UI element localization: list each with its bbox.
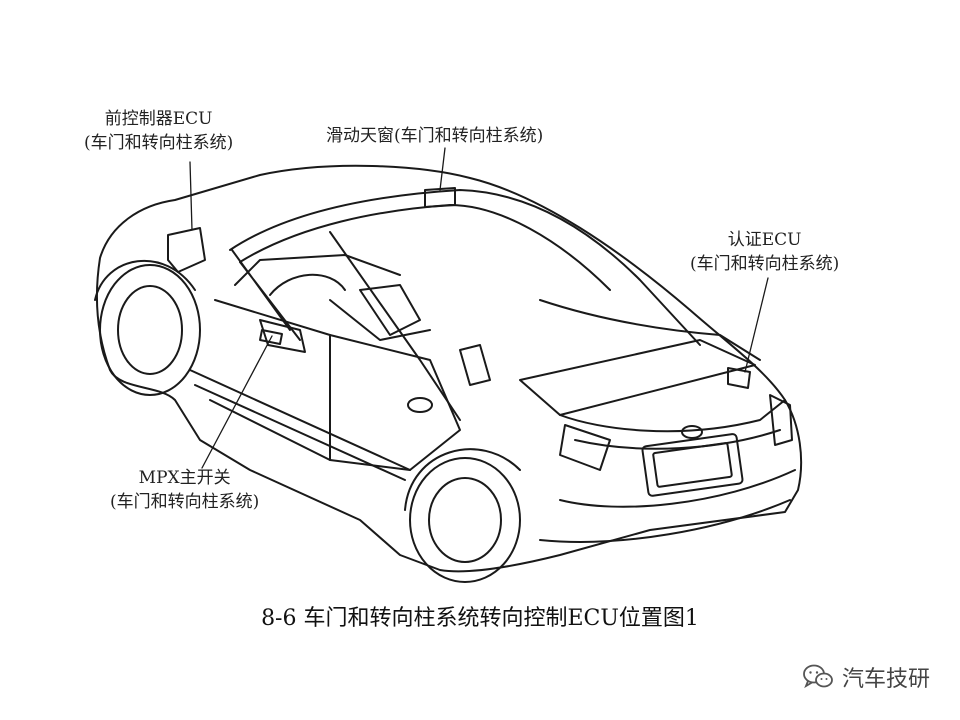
- a-pillar: [329, 231, 461, 421]
- label-authentication-line2: (车门和转向柱系统): [690, 254, 840, 274]
- wechat-icon: [803, 664, 833, 689]
- label-mpx-switch: MPX主开关 (车门和转向柱系统): [110, 466, 259, 514]
- car-body-outline: [96, 164, 803, 573]
- rear-wheel-arch: [404, 448, 521, 511]
- rear-wheel: [409, 457, 521, 583]
- front-door: [209, 299, 331, 461]
- rear-seat: [459, 344, 491, 386]
- rear-window: [539, 299, 761, 361]
- label-mpx-line2: (车门和转向柱系统): [110, 492, 260, 512]
- tail-light-left: [559, 424, 611, 471]
- steering-area: [269, 273, 346, 296]
- door-handle: [407, 397, 433, 413]
- rear-deck: [519, 339, 756, 416]
- leader-sunroof: [439, 147, 446, 191]
- rear-bumper-lower: [539, 499, 791, 543]
- leader-front: [189, 161, 193, 231]
- front-seat: [359, 284, 421, 336]
- front-wheel: [99, 264, 201, 396]
- watermark-text: 汽车技研: [841, 667, 930, 692]
- rear-door: [329, 334, 461, 471]
- rear-wheel-inner: [428, 477, 502, 563]
- rear-bumper: [559, 469, 796, 508]
- watermark: 汽车技研: [802, 662, 930, 692]
- leader-auth: [744, 277, 769, 373]
- tail-light-right: [769, 394, 793, 446]
- roof-line: [229, 189, 701, 346]
- label-front-controller-line1: 前控制器ECU: [104, 109, 213, 129]
- label-sunroof-line1: 滑动天窗(车门和转向柱系统): [326, 126, 544, 146]
- car-line-drawing: [94, 147, 803, 583]
- sunroof-module: [424, 187, 456, 208]
- front-controller-ecu: [167, 227, 206, 273]
- license-plate-inner: [652, 442, 733, 488]
- center-console: [329, 299, 431, 341]
- trunk-lid: [559, 399, 786, 433]
- front-wheel-arch: [94, 259, 196, 301]
- figure-caption: 8-6 车门和转向柱系统转向控制ECU位置图1: [261, 606, 699, 631]
- rear-emblem: [681, 425, 703, 439]
- mpx-switch: [259, 329, 283, 345]
- trunk-edge: [574, 429, 781, 450]
- label-sunroof: 滑动天窗(车门和转向柱系统): [326, 124, 543, 148]
- label-front-controller: 前控制器ECU (车门和转向柱系统): [84, 107, 233, 155]
- label-authentication-line1: 认证ECU: [727, 230, 802, 250]
- label-authentication-ecu: 认证ECU (车门和转向柱系统): [690, 228, 839, 276]
- dashboard: [234, 254, 401, 286]
- license-plate: [641, 433, 744, 497]
- authentication-ecu: [727, 367, 751, 389]
- label-front-controller-line2: (车门和转向柱系统): [84, 133, 234, 153]
- leader-mpx: [201, 335, 273, 469]
- side-sill: [189, 369, 411, 481]
- label-mpx-line1: MPX主开关: [138, 468, 231, 488]
- side-mirror: [259, 319, 306, 353]
- front-wheel-inner: [117, 285, 183, 375]
